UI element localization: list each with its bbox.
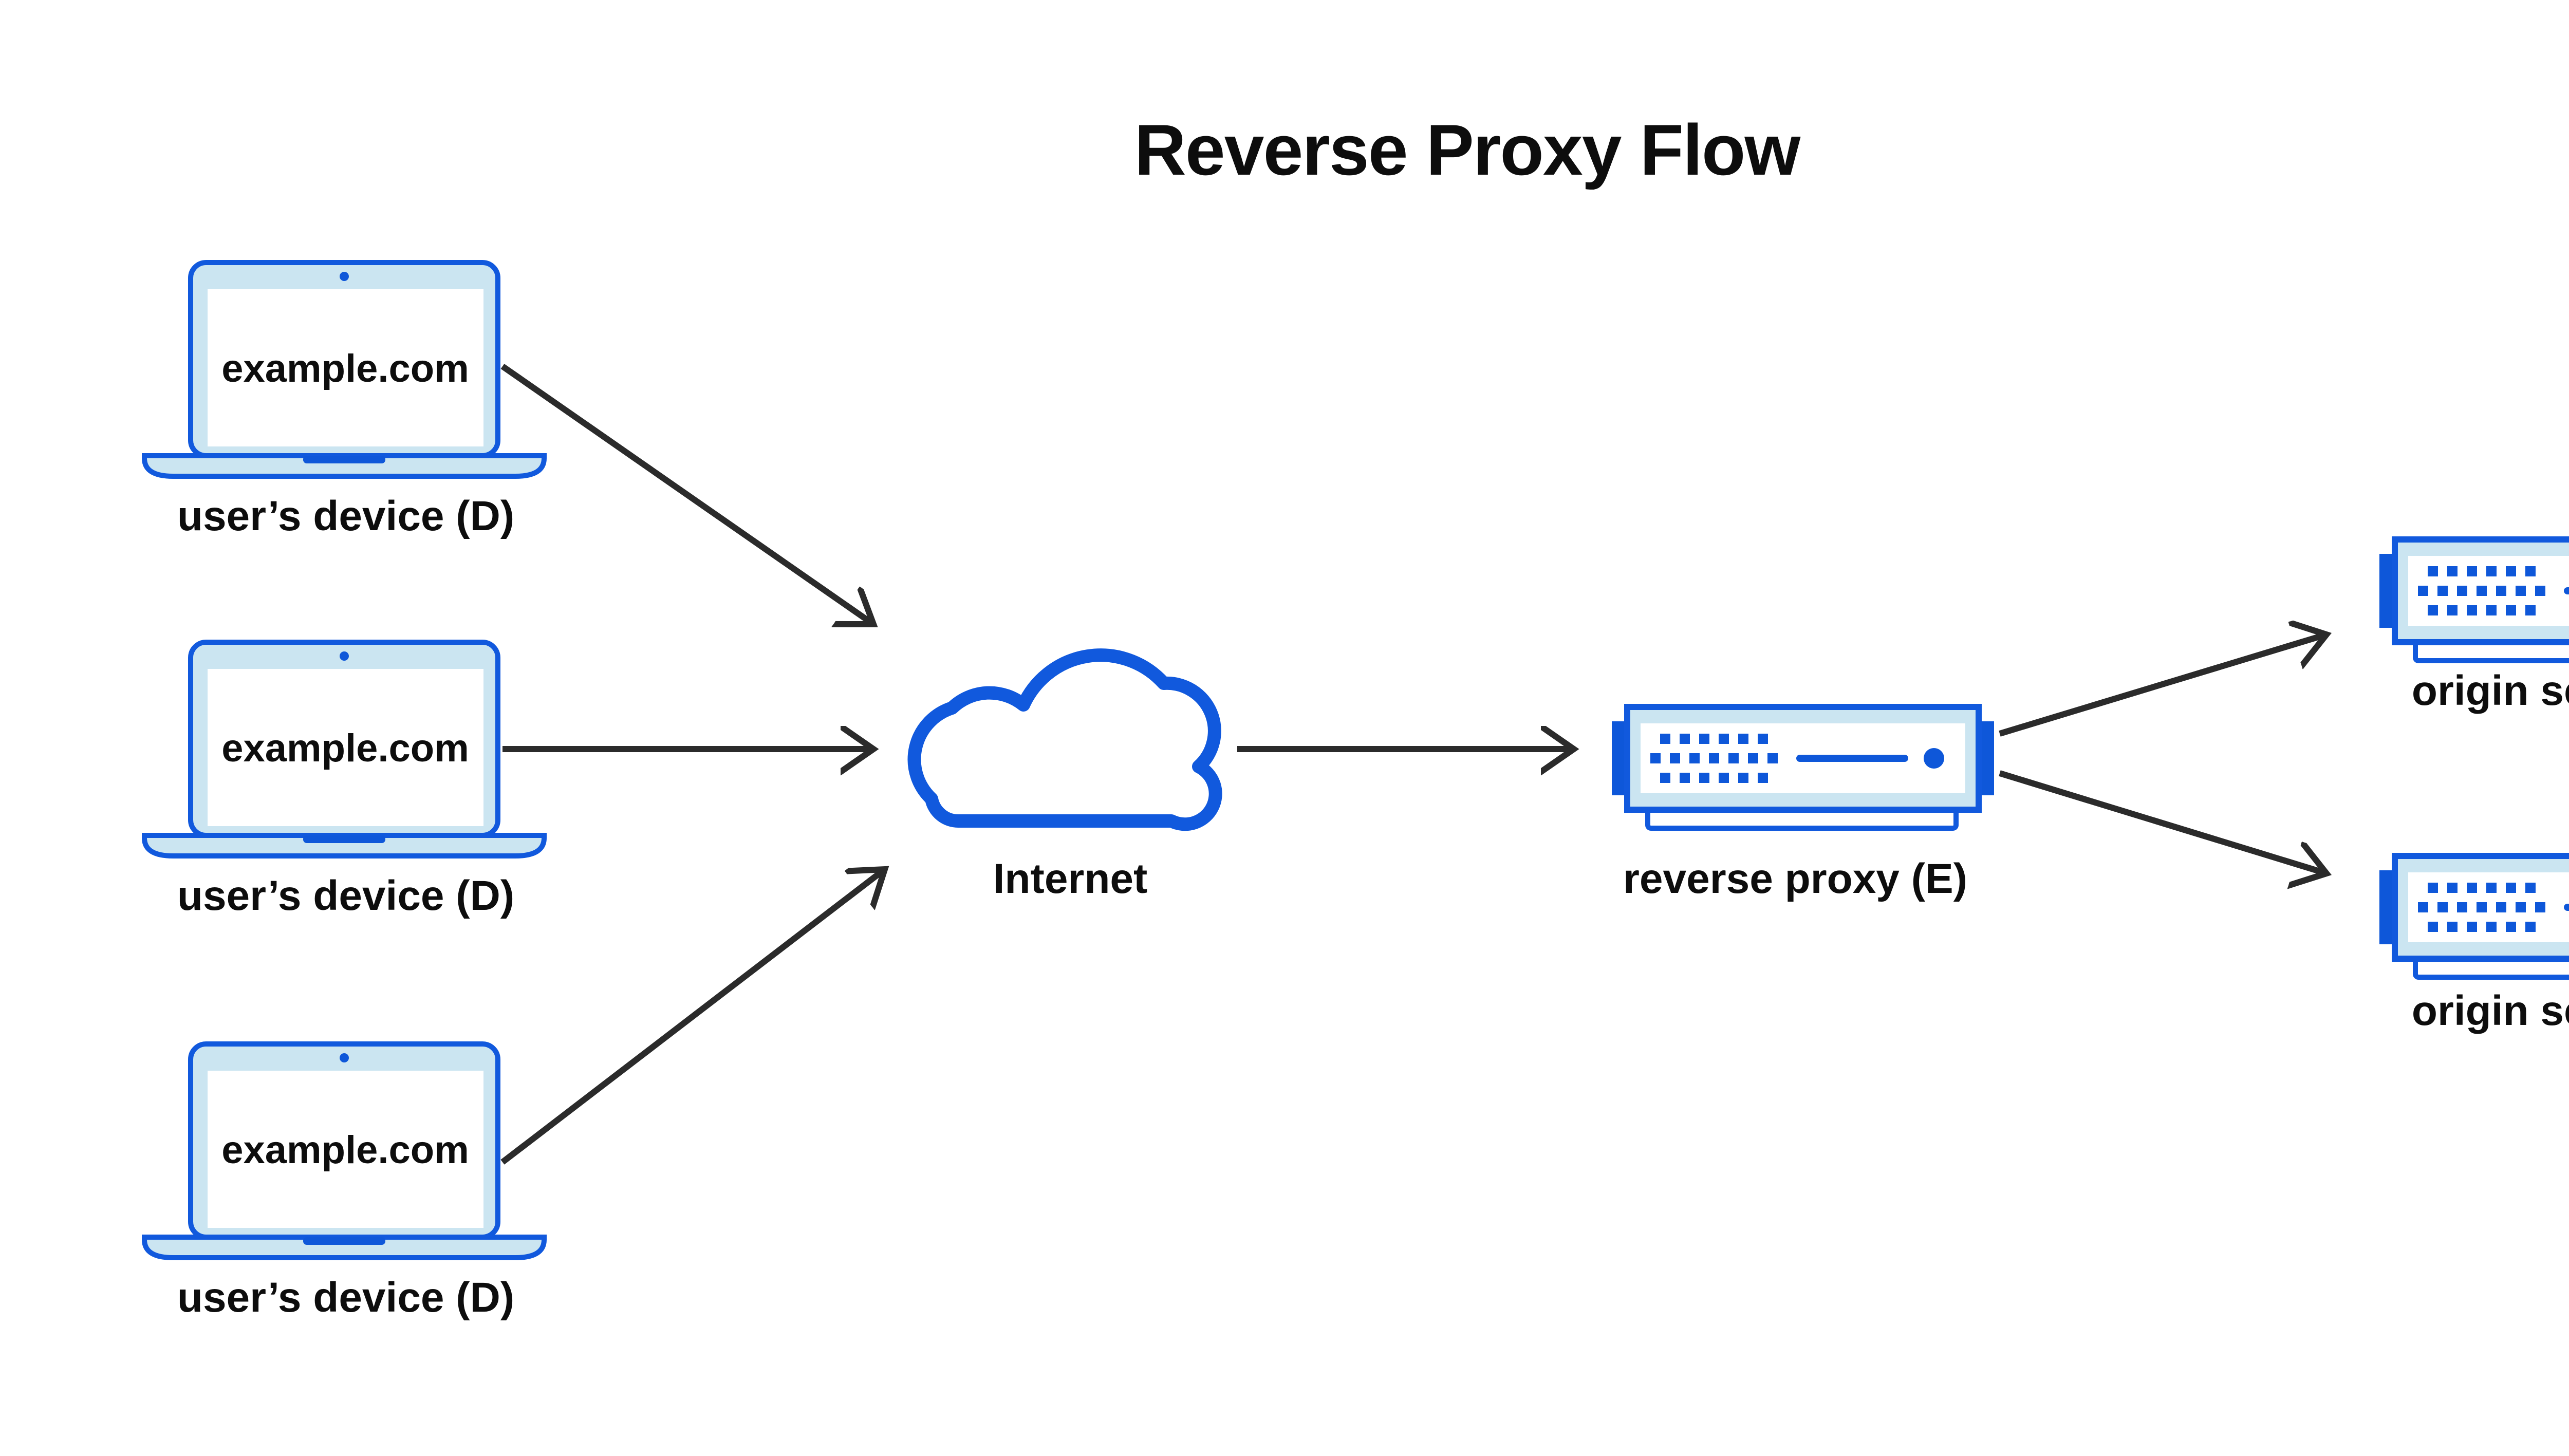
user-device-1: example.com user’s device (D) [144, 263, 544, 539]
device-screen-text: example.com [221, 1128, 469, 1172]
arrow-proxy-to-origin2 [1999, 770, 2326, 873]
origin-server-label: origin server (F) [2412, 667, 2569, 714]
origin-server-2: origin server (F) [2379, 856, 2569, 1034]
user-device-2: example.com user’s device (D) [144, 642, 544, 919]
reverse-proxy-node: reverse proxy (E) [1612, 707, 1994, 902]
flow-arrows [500, 364, 2326, 1165]
internet-label: Internet [993, 855, 1148, 902]
device-screen-text: example.com [221, 726, 469, 770]
device-label: user’s device (D) [177, 1274, 514, 1321]
device-screen-text: example.com [221, 347, 469, 390]
origin-server-1: origin server (F) [2379, 539, 2569, 714]
user-device-3: example.com user’s device (D) [144, 1044, 544, 1321]
server-icon [2379, 856, 2569, 977]
cloud-icon [907, 648, 1222, 831]
origin-server-label: origin server (F) [2412, 987, 2569, 1034]
arrow-device3-to-internet [500, 869, 885, 1165]
device-label: user’s device (D) [177, 872, 514, 919]
internet-node: Internet [907, 648, 1222, 902]
arrow-proxy-to-origin1 [1999, 634, 2326, 737]
server-icon [2379, 539, 2569, 661]
arrow-device1-to-internet [500, 364, 873, 624]
reverse-proxy-label: reverse proxy (E) [1623, 855, 1967, 902]
device-label: user’s device (D) [177, 493, 514, 539]
page-title: Reverse Proxy Flow [1134, 109, 1801, 190]
server-icon [1612, 707, 1994, 828]
